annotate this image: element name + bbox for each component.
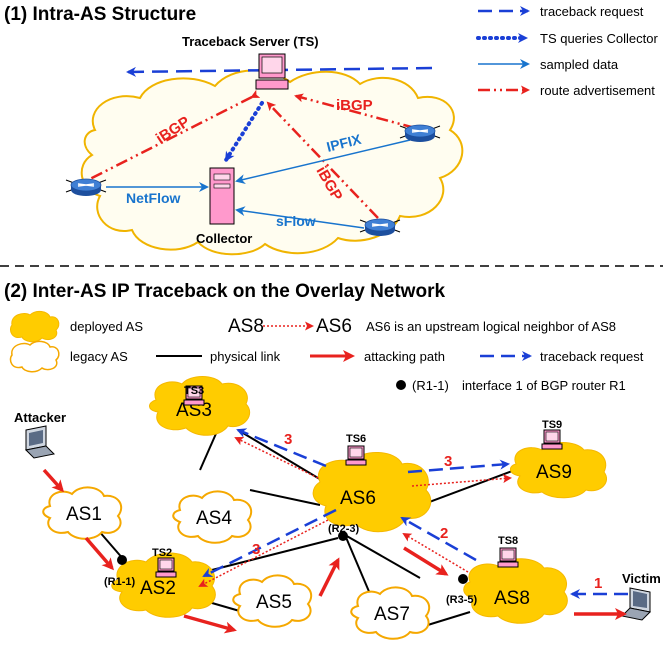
legend-legacy-icon [9,340,60,373]
traceback-server-label: Traceback Server (TS) [182,34,319,49]
collector-icon [209,167,235,225]
ts3-label: TS3 [184,385,204,397]
legend-query-label: TS queries Collector [540,31,658,46]
r2-3-interface-dot [338,531,348,541]
legend-physical-label: physical link [210,349,281,364]
r3-5-interface-dot [458,574,468,584]
step-3-as2-label: 3 [252,541,260,558]
legend-traceback2-label: traceback request [540,349,644,364]
as7-cloud [350,586,431,640]
victim-laptop-icon [620,587,652,621]
legend-as6-text: AS6 [316,316,352,337]
ts8-label: TS8 [498,535,518,547]
ipfix-link [235,139,411,185]
ibgp-left-link [87,89,261,182]
sflow-label: sFlow [276,213,316,229]
ts2-label: TS2 [152,547,172,559]
attacker-label: Attacker [14,410,66,425]
step-1-label: 1 [594,575,602,592]
logical-neighbor-paths [198,437,512,587]
as7-name: AS7 [374,604,410,625]
ts-query-link [224,101,264,162]
ts6-icon [345,445,367,466]
legend-as8-text: AS8 [228,316,264,337]
legend-neighbor-label: AS6 is an upstream logical neighbor of A… [366,319,616,334]
section2-title: (2) Inter-AS IP Traceback on the Overlay… [4,281,445,302]
legend-route-label: route advertisement [540,83,655,98]
legend-attack-label: attacking path [364,349,445,364]
as8-name: AS8 [494,588,530,609]
legend-interface-label: interface 1 of BGP router R1 [462,378,626,393]
ibgp-right-label: iBGP [336,97,373,114]
as6-name: AS6 [340,488,376,509]
legend-sampled-label: sampled data [540,57,619,72]
as5-name: AS5 [256,592,292,613]
legend-legacy-label: legacy AS [70,349,128,364]
step-2-label: 2 [440,525,448,542]
netflow-label: NetFlow [126,190,181,206]
ts9-label: TS9 [542,419,562,431]
r2-3-label: (R2-3) [328,523,360,535]
legend-interface-code: (R1-1) [412,378,449,393]
traceback-request-paths [202,428,628,599]
ibgp-right-link [294,93,416,130]
victim-label: Victim [622,571,661,586]
r1-1-interface-dot [117,555,127,565]
collector-label: Collector [196,231,252,246]
step-3-as9-label: 3 [444,453,452,470]
as2-name: AS2 [140,578,176,599]
as4-cloud [172,490,253,544]
intra-as-cloud [80,69,464,256]
sflow-link [235,206,365,229]
attacking-path [42,468,627,634]
ts2-icon [155,557,177,578]
legend-deployed-icon [9,310,60,343]
legend-deployed-label: deployed AS [70,319,143,334]
ts8-icon [497,547,519,568]
r1-1-label: (R1-1) [104,576,136,588]
as1-cloud [42,486,123,540]
as3-cloud [149,376,251,436]
as2-cloud [111,552,216,618]
traceback-server-icon [255,53,289,90]
as5-cloud [232,574,313,628]
attacker-laptop-icon [24,425,56,459]
as1-name: AS1 [66,504,102,525]
as9-name: AS9 [536,462,572,483]
legend-interface-dot [396,380,406,390]
r3-5-label: (R3-5) [446,594,478,606]
step-3-as3-label: 3 [284,431,292,448]
as4-name: AS4 [196,508,232,529]
ts6-label: TS6 [346,433,366,445]
ts9-icon [541,429,563,450]
legend-traceback-label: traceback request [540,4,644,19]
section1-title: (1) Intra-AS Structure [4,4,196,25]
